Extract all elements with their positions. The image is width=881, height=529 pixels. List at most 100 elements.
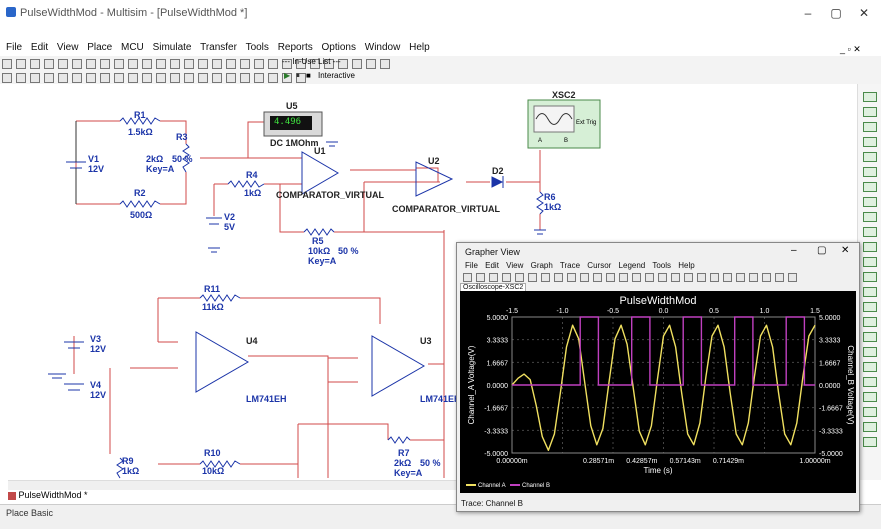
component-tool-icon[interactable] (254, 73, 264, 83)
component-tool-icon[interactable] (296, 73, 306, 83)
grapher-tool-icon[interactable] (723, 273, 732, 282)
grapher-tool-icon[interactable] (541, 273, 550, 282)
standard-tool-icon[interactable] (226, 59, 236, 69)
component-tool-icon[interactable] (114, 73, 124, 83)
component-tool-icon[interactable] (128, 73, 138, 83)
standard-tool-icon[interactable] (72, 59, 82, 69)
grapher-tool-icon[interactable] (593, 273, 602, 282)
instrument-icon[interactable] (863, 392, 877, 402)
instrument-icon[interactable] (863, 422, 877, 432)
instrument-icon[interactable] (863, 137, 877, 147)
grapher-tool-icon[interactable] (671, 273, 680, 282)
interactive-mode-label[interactable]: Interactive (318, 71, 355, 80)
instrument-icon[interactable] (863, 377, 877, 387)
component-tool-icon[interactable] (44, 73, 54, 83)
instrument-icon[interactable] (863, 227, 877, 237)
xsc2-name[interactable]: XSC2 (552, 90, 576, 100)
instrument-icon[interactable] (863, 317, 877, 327)
instrument-icon[interactable] (863, 272, 877, 282)
grapher-tool-icon[interactable] (554, 273, 563, 282)
component-tool-icon[interactable] (212, 73, 222, 83)
standard-tool-icon[interactable] (86, 59, 96, 69)
grapher-tool-icon[interactable] (606, 273, 615, 282)
grapher-menu-trace[interactable]: Trace (559, 261, 581, 270)
menu-place[interactable]: Place (87, 42, 113, 53)
r7-name[interactable]: R7 (398, 448, 410, 458)
grapher-tool-icon[interactable] (749, 273, 758, 282)
component-tool-icon[interactable] (142, 73, 152, 83)
instrument-icon[interactable] (863, 122, 877, 132)
standard-tool-icon[interactable] (58, 59, 68, 69)
grapher-menu-graph[interactable]: Graph (530, 261, 553, 270)
component-tool-icon[interactable] (198, 73, 208, 83)
doc-window-controls[interactable]: _ ▫ ✕ (840, 44, 861, 54)
grapher-menu-legend[interactable]: Legend (618, 261, 646, 270)
instrument-icon[interactable] (863, 152, 877, 162)
menu-edit[interactable]: Edit (30, 42, 49, 53)
instrument-icon[interactable] (863, 182, 877, 192)
grapher-tool-icon[interactable] (567, 273, 576, 282)
standard-tool-icon[interactable] (296, 59, 306, 69)
standard-tool-icon[interactable] (128, 59, 138, 69)
r5-name[interactable]: R5 (312, 236, 324, 246)
grapher-tool-icon[interactable] (684, 273, 693, 282)
r6-name[interactable]: R6 (544, 192, 556, 202)
grapher-menu-cursor[interactable]: Cursor (587, 261, 612, 270)
v2-name[interactable]: V2 (224, 212, 236, 222)
v3-name[interactable]: V3 (90, 334, 102, 344)
component-tool-icon[interactable] (30, 73, 40, 83)
standard-tool-icon[interactable] (2, 59, 12, 69)
instrument-icon[interactable] (863, 107, 877, 117)
menu-window[interactable]: Window (364, 42, 401, 53)
standard-tool-icon[interactable] (184, 59, 194, 69)
grapher-tool-icon[interactable] (476, 273, 485, 282)
close-button[interactable]: ✕ (858, 6, 870, 20)
menu-tools[interactable]: Tools (245, 42, 269, 53)
menu-help[interactable]: Help (409, 42, 430, 53)
component-tool-icon[interactable] (282, 73, 292, 83)
grapher-tool-icon[interactable] (632, 273, 641, 282)
u2-name[interactable]: U2 (428, 156, 440, 166)
standard-tool-icon[interactable] (100, 59, 110, 69)
document-tab-label[interactable]: PulseWidthMod * (18, 490, 88, 500)
r9-name[interactable]: R9 (122, 456, 134, 466)
stop-icon[interactable]: ■ (306, 71, 311, 80)
menu-view[interactable]: View (56, 42, 79, 53)
grapher-minimize-button[interactable]: – (791, 245, 797, 256)
grapher-menu-tools[interactable]: Tools (652, 261, 672, 270)
grapher-menu-edit[interactable]: Edit (485, 261, 499, 270)
component-tool-icon[interactable] (100, 73, 110, 83)
standard-tool-icon[interactable] (114, 59, 124, 69)
standard-tool-icon[interactable] (380, 59, 390, 69)
grapher-tool-icon[interactable] (736, 273, 745, 282)
run-icon[interactable]: ▶ (284, 71, 291, 80)
component-tool-icon[interactable] (240, 73, 250, 83)
grapher-tool-icon[interactable] (489, 273, 498, 282)
horizontal-scrollbar[interactable] (8, 480, 456, 490)
standard-tool-icon[interactable] (324, 59, 334, 69)
grapher-close-button[interactable]: ✕ (841, 245, 850, 256)
r10-name[interactable]: R10 (204, 448, 221, 458)
menu-transfer[interactable]: Transfer (200, 42, 237, 53)
grapher-tool-icon[interactable] (788, 273, 797, 282)
instrument-icon[interactable] (863, 407, 877, 417)
grapher-tool-icon[interactable] (580, 273, 589, 282)
component-tool-icon[interactable] (268, 73, 278, 83)
instrument-icon[interactable] (863, 197, 877, 207)
standard-tool-icon[interactable] (156, 59, 166, 69)
menu-simulate[interactable]: Simulate (152, 42, 192, 53)
standard-tool-icon[interactable] (240, 59, 250, 69)
r1-name[interactable]: R1 (134, 110, 146, 120)
grapher-tool-icon[interactable] (502, 273, 511, 282)
standard-tool-icon[interactable] (142, 59, 152, 69)
grapher-tool-icon[interactable] (515, 273, 524, 282)
standard-tool-icon[interactable] (352, 59, 362, 69)
instrument-icon[interactable] (863, 167, 877, 177)
standard-tool-icon[interactable] (170, 59, 180, 69)
component-tool-icon[interactable] (86, 73, 96, 83)
instrument-icon[interactable] (863, 362, 877, 372)
component-tool-icon[interactable] (2, 73, 12, 83)
r3-name[interactable]: R3 (176, 132, 188, 142)
grapher-window[interactable]: Grapher View – ▢ ✕ File Edit View Graph … (456, 242, 860, 512)
